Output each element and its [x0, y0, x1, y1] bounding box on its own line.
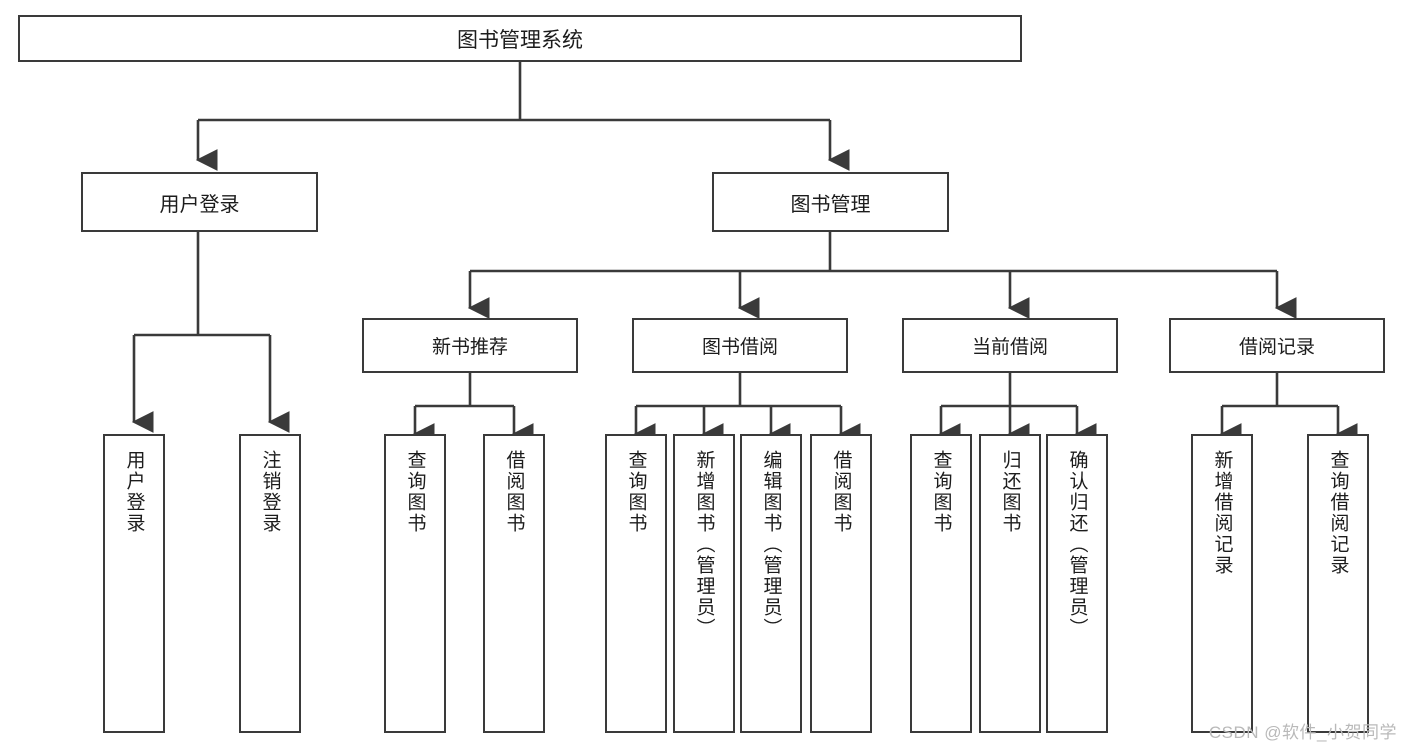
leaf-book-borrow-edit-label: 编辑图书（管理员） — [760, 450, 782, 639]
leaf-borrow-record-add-label: 新增借阅记录 — [1211, 450, 1233, 576]
node-book-management[interactable]: 图书管理 — [712, 172, 949, 232]
node-new-book-recommend-label: 新书推荐 — [431, 337, 508, 358]
node-borrow-record-label: 借阅记录 — [1238, 337, 1315, 358]
leaf-book-borrow-borrow[interactable]: 借阅图书 — [810, 434, 872, 733]
node-current-borrow-label: 当前借阅 — [971, 337, 1048, 358]
leaf-borrow-record-query[interactable]: 查询借阅记录 — [1307, 434, 1369, 733]
node-book-management-label: 图书管理 — [790, 193, 871, 216]
node-user-login[interactable]: 用户登录 — [81, 172, 318, 232]
leaf-new-book-borrow-label: 借阅图书 — [503, 450, 525, 534]
leaf-current-borrow-query[interactable]: 查询图书 — [910, 434, 972, 733]
node-book-borrow[interactable]: 图书借阅 — [632, 318, 848, 373]
leaf-new-book-query[interactable]: 查询图书 — [384, 434, 446, 733]
leaf-user-login-login-label: 用户登录 — [123, 450, 145, 534]
leaf-book-borrow-add[interactable]: 新增图书（管理员） — [673, 434, 735, 733]
leaf-book-borrow-edit[interactable]: 编辑图书（管理员） — [740, 434, 802, 733]
leaf-new-book-query-label: 查询图书 — [404, 450, 426, 534]
node-current-borrow[interactable]: 当前借阅 — [902, 318, 1118, 373]
leaf-user-login-logout-label: 注销登录 — [259, 450, 281, 534]
watermark: CSDN @软件_小贺同学 — [1208, 723, 1397, 742]
leaf-book-borrow-query[interactable]: 查询图书 — [605, 434, 667, 733]
leaf-current-borrow-confirm[interactable]: 确认归还（管理员） — [1046, 434, 1108, 733]
leaf-book-borrow-add-label: 新增图书（管理员） — [693, 450, 715, 639]
node-book-borrow-label: 图书借阅 — [701, 337, 778, 358]
node-new-book-recommend[interactable]: 新书推荐 — [362, 318, 578, 373]
node-borrow-record[interactable]: 借阅记录 — [1169, 318, 1385, 373]
node-user-login-label: 用户登录 — [159, 193, 240, 216]
leaf-borrow-record-add[interactable]: 新增借阅记录 — [1191, 434, 1253, 733]
node-root[interactable]: 图书管理系统 — [18, 15, 1022, 62]
leaf-current-borrow-return[interactable]: 归还图书 — [979, 434, 1041, 733]
leaf-user-login-login[interactable]: 用户登录 — [103, 434, 165, 733]
leaf-user-login-logout[interactable]: 注销登录 — [239, 434, 301, 733]
leaf-new-book-borrow[interactable]: 借阅图书 — [483, 434, 545, 733]
leaf-current-borrow-return-label: 归还图书 — [999, 450, 1021, 534]
leaf-book-borrow-borrow-label: 借阅图书 — [830, 450, 852, 534]
leaf-current-borrow-confirm-label: 确认归还（管理员） — [1066, 450, 1088, 639]
leaf-current-borrow-query-label: 查询图书 — [930, 450, 952, 534]
node-root-label: 图书管理系统 — [457, 28, 583, 52]
leaf-borrow-record-query-label: 查询借阅记录 — [1327, 450, 1349, 576]
leaf-book-borrow-query-label: 查询图书 — [625, 450, 647, 534]
